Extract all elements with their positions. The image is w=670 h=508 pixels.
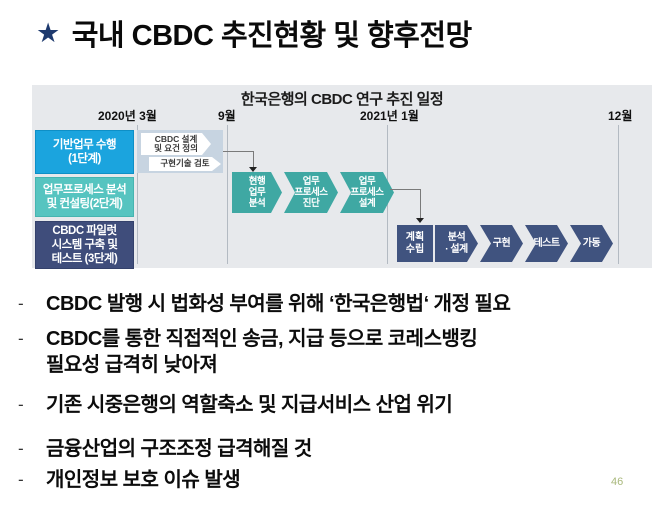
bullet-dash: -: [18, 470, 24, 489]
phase1-task-panel: CBDC 설계 및 요건 정의 구현기술 검토: [137, 130, 223, 173]
step-process-diagnosis: 업무 프로세스 진단: [284, 172, 338, 213]
bullet-bank-role-reduction: - 기존 시중은행의 역할축소 및 지급서비스 산업 위기: [18, 394, 453, 416]
star-icon: ★: [36, 17, 60, 48]
phase2-steps-row: 현행 업무 분석 업무 프로세스 진단 업무 프로세스 설계: [232, 172, 394, 213]
gridline-december: [618, 125, 619, 264]
bullet-correspondent-banking: - CBDC를 통한 직접적인 송금, 지급 등으로 코레스뱅킹 필요성 급격히…: [18, 328, 478, 376]
timeline-label-2020-03: 2020년 3월: [98, 109, 157, 123]
timeline-label-2021-01: 2021년 1월: [360, 109, 419, 123]
connector1-horizontal: [223, 151, 253, 152]
page-number: 46: [611, 476, 624, 488]
task1-line1: CBDC 설계: [154, 133, 198, 144]
connector2-horizontal: [390, 189, 420, 190]
bullet-restructuring: - 금융산업의 구조조정 급격해질 것: [18, 438, 312, 460]
timeline-label-2020-09: 9월: [218, 109, 236, 123]
bullet-dash: -: [18, 329, 24, 348]
bullet-dash: -: [18, 294, 24, 313]
task1-line2: 및 요건 정의: [154, 143, 198, 153]
timeline-label-2021-12: 12월: [608, 109, 633, 123]
diagram-title: 한국은행의 CBDC 연구 추진 일정: [240, 91, 444, 108]
step-implementation: 구현: [480, 225, 523, 262]
slide-title: ★ 국내 CBDC 추진현황 및 향후전망: [36, 12, 472, 54]
gridline-march: [137, 125, 138, 264]
stage1-line1: 기반업무 수행: [52, 139, 117, 151]
connector2-arrowhead-icon: [416, 218, 424, 223]
bullet-dash: -: [18, 395, 24, 414]
stage3-line2: 시스템 구축 및: [51, 239, 118, 251]
task2-line1: 구현기술 검토: [160, 158, 210, 169]
bullet-legal-revision: - CBDC 발행 시 법화성 부여를 위해 ‘한국은행법‘ 개정 필요: [18, 293, 511, 315]
step-current-work-analysis: 현행 업무 분석: [232, 172, 282, 213]
stage-box-phase3: CBDC 파일럿 시스템 구축 및 테스트 (3단계): [35, 221, 134, 269]
stage2-line1: 업무프로세스 분석: [42, 184, 127, 196]
stage1-line2: (1단계): [68, 153, 101, 165]
bullet-privacy-issue: - 개인정보 보호 이슈 발생: [18, 469, 241, 491]
connector1-vertical: [253, 151, 254, 168]
step-process-design: 업무 프로세스 설계: [340, 172, 394, 213]
phase3-steps-row: 계획 수립 분석 · 설계 구현 테스트 가동: [397, 225, 613, 262]
slide-title-text: 국내 CBDC 추진현황 및 향후전망: [71, 20, 472, 52]
stage2-line2: 및 컨설팅(2단계): [46, 198, 123, 210]
stage-box-phase2: 업무프로세스 분석 및 컨설팅(2단계): [35, 177, 134, 217]
stage3-line3: 테스트 (3단계): [51, 253, 118, 265]
stage3-line1: CBDC 파일럿: [52, 225, 117, 237]
gridline-september: [227, 125, 228, 264]
connector2-vertical: [420, 189, 421, 219]
step-test: 테스트: [525, 225, 568, 262]
bullet-dash: -: [18, 439, 24, 458]
cbdc-schedule-diagram: 한국은행의 CBDC 연구 추진 일정 2020년 3월 9월 2021년 1월…: [32, 85, 652, 269]
connector1-arrowhead-icon: [249, 167, 257, 172]
stage-box-phase1: 기반업무 수행 (1단계): [35, 130, 134, 174]
step-analysis-design: 분석 · 설계: [435, 225, 478, 262]
task-tech-review-arrow: 구현기술 검토: [149, 157, 221, 171]
step-plan: 계획 수립: [397, 225, 433, 262]
task-cbdc-design-arrow: CBDC 설계 및 요건 정의: [141, 133, 211, 155]
step-operation: 가동: [570, 225, 613, 262]
